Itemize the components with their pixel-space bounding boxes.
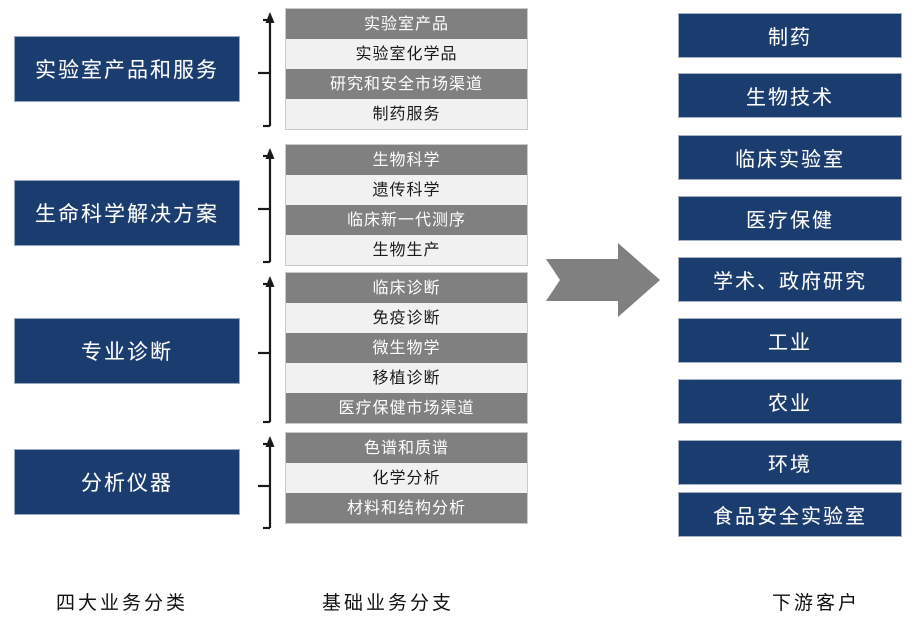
- customer-box-label: 临床实验室: [735, 147, 845, 171]
- branch-row[interactable]: 免疫诊断: [286, 303, 527, 333]
- branch-row[interactable]: 生物生产: [286, 235, 527, 265]
- customer-box-label: 生物技术: [746, 85, 834, 109]
- right-arrow-icon: [546, 241, 660, 319]
- customer-box-food-safety-lab[interactable]: 食品安全实验室: [678, 492, 902, 537]
- branch-row[interactable]: 微生物学: [286, 333, 527, 363]
- branch-row[interactable]: 实验室化学品: [286, 39, 527, 69]
- customer-box-label: 医疗保健: [746, 208, 834, 232]
- customer-box-clinical-lab[interactable]: 临床实验室: [678, 135, 902, 180]
- customer-box-label: 农业: [768, 391, 812, 415]
- customer-box-healthcare[interactable]: 医疗保健: [678, 196, 902, 241]
- category-box-analytical-instruments[interactable]: 分析仪器: [14, 449, 240, 515]
- category-box-label: 实验室产品和服务: [35, 58, 219, 82]
- customer-box-academic-government[interactable]: 学术、政府研究: [678, 257, 902, 302]
- branch-row[interactable]: 制药服务: [286, 99, 527, 129]
- branch-row[interactable]: 化学分析: [286, 463, 527, 493]
- category-box-lab-products-services[interactable]: 实验室产品和服务: [14, 36, 240, 102]
- branch-row[interactable]: 医疗保健市场渠道: [286, 393, 527, 423]
- branch-row[interactable]: 实验室产品: [286, 9, 527, 39]
- category-box-label: 分析仪器: [81, 471, 173, 495]
- branch-row[interactable]: 研究和安全市场渠道: [286, 69, 527, 99]
- branch-row[interactable]: 色谱和质谱: [286, 433, 527, 463]
- column-caption-customers: 下游客户: [772, 592, 861, 614]
- customer-box-label: 制药: [768, 25, 812, 49]
- brace-connector-specialty-diagnostics: [256, 272, 280, 428]
- customer-box-label: 食品安全实验室: [713, 504, 867, 528]
- customer-box-label: 工业: [768, 330, 812, 354]
- category-box-life-science-solutions[interactable]: 生命科学解决方案: [14, 180, 240, 246]
- customer-box-environment[interactable]: 环境: [678, 440, 902, 485]
- branch-row[interactable]: 遗传科学: [286, 175, 527, 205]
- branch-stack-life-science-solutions: 生物科学 遗传科学 临床新一代测序 生物生产: [285, 144, 528, 266]
- customer-box-agriculture[interactable]: 农业: [678, 379, 902, 424]
- branch-row[interactable]: 临床新一代测序: [286, 205, 527, 235]
- category-box-specialty-diagnostics[interactable]: 专业诊断: [14, 318, 240, 384]
- customer-box-biotech[interactable]: 生物技术: [678, 73, 902, 118]
- branch-stack-specialty-diagnostics: 临床诊断 免疫诊断 微生物学 移植诊断 医疗保健市场渠道: [285, 272, 528, 424]
- customer-box-label: 学术、政府研究: [713, 269, 867, 293]
- customer-box-pharma[interactable]: 制药: [678, 13, 902, 58]
- brace-connector-life-science-solutions: [256, 144, 280, 268]
- brace-connector-lab-products-services: [256, 8, 280, 132]
- branch-row[interactable]: 临床诊断: [286, 273, 527, 303]
- branch-stack-analytical-instruments: 色谱和质谱 化学分析 材料和结构分析: [285, 432, 528, 524]
- column-caption-categories: 四大业务分类: [56, 592, 189, 614]
- branch-stack-lab-products-services: 实验室产品 实验室化学品 研究和安全市场渠道 制药服务: [285, 8, 528, 130]
- branch-row[interactable]: 材料和结构分析: [286, 493, 527, 523]
- customer-box-industrial[interactable]: 工业: [678, 318, 902, 363]
- branch-row[interactable]: 生物科学: [286, 145, 527, 175]
- column-caption-branches: 基础业务分支: [322, 592, 455, 614]
- category-box-label: 生命科学解决方案: [35, 202, 219, 226]
- category-box-label: 专业诊断: [81, 340, 173, 364]
- branch-row[interactable]: 移植诊断: [286, 363, 527, 393]
- customer-box-label: 环境: [768, 452, 812, 476]
- brace-connector-analytical-instruments: [256, 432, 280, 534]
